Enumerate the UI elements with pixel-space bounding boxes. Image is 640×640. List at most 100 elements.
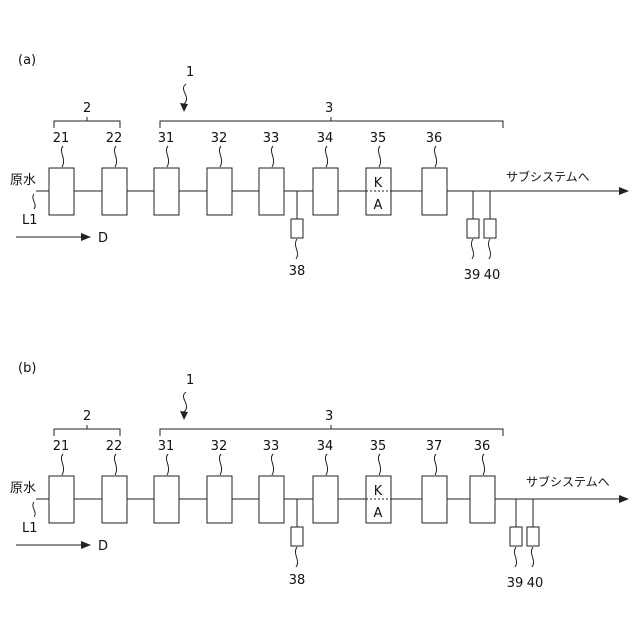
branch-38: 38 [289,499,306,588]
branch-number: 38 [289,573,306,588]
unit-31: 31 [154,131,179,215]
unit-36: 36 [470,439,495,523]
unit-leader [114,454,116,475]
to-subsystem-label: サブシステムへ [526,474,610,489]
unit-box [259,168,284,215]
unit-leader [166,146,168,167]
unit-leader [271,146,273,167]
unit-box [154,476,179,523]
unit-32: 32 [207,439,232,523]
branch-leader [295,239,297,259]
branch-leader [471,239,473,259]
unit-33: 33 [259,439,284,523]
system-leader [183,392,186,412]
unit-34: 34 [313,439,338,523]
unit-leader [434,146,436,167]
sensor-box [291,219,303,238]
branch-leader [514,547,516,567]
direction-label: D [98,539,108,554]
unit-number: 22 [106,439,123,454]
k-label: K [374,484,383,499]
branch-number: 38 [289,264,306,279]
group-pre-bracket [54,429,120,436]
unit-22: 22 [102,131,127,215]
sensor-box [527,527,539,546]
unit-number: 32 [211,131,228,146]
unit-34: 34 [313,131,338,215]
branch-number: 40 [484,268,501,283]
unit-box [207,168,232,215]
group-main-label: 3 [325,101,333,116]
unit-leader [166,454,168,475]
unit-leader [482,454,484,475]
unit-box [207,476,232,523]
branch-number: 39 [507,576,524,591]
unit-leader [325,146,327,167]
sensor-box [291,527,303,546]
system-leader [183,84,186,104]
group-pre-bracket [54,121,120,128]
unit-box [102,168,127,215]
branch-39: 39 [507,499,524,591]
unit-31: 31 [154,439,179,523]
unit-37: 37 [422,439,447,523]
unit-leader [61,454,63,475]
sensor-box [510,527,522,546]
group-main-bracket [160,121,503,128]
unit-box [102,476,127,523]
to-subsystem-label: サブシステムへ [506,169,590,184]
branch-40: 40 [527,499,544,591]
unit-leader [61,146,63,167]
unit-number: 22 [106,131,123,146]
panel-b: (b) 1 2 3 原水 サブシステムへ L1 D 21 22 31 [10,361,628,591]
unit-21: 21 [49,439,74,523]
raw-water-label: 原水 [10,173,36,188]
line-label: L1 [22,521,38,536]
unit-21: 21 [49,131,74,215]
system-leader-arrowhead [180,103,188,112]
unit-box [313,168,338,215]
raw-water-label: 原水 [10,481,36,496]
unit-leader [114,146,116,167]
branch-39: 39 [464,191,481,283]
unit-number: 33 [263,131,280,146]
unit-number: 33 [263,439,280,454]
unit-box [259,476,284,523]
sensor-box [467,219,479,238]
a-label: A [374,506,383,521]
unit-leader [325,454,327,475]
branch-leader [295,547,297,567]
unit-number: 37 [426,439,443,454]
unit-number: 21 [53,131,70,146]
unit-leader [378,454,380,475]
unit-number: 34 [317,131,334,146]
unit-box [422,476,447,523]
system-leader-arrowhead [180,411,188,420]
unit-number: 21 [53,439,70,454]
unit-leader [434,454,436,475]
unit-box [49,168,74,215]
unit-leader [219,454,221,475]
panel-label: (a) [18,53,36,68]
line-l1-leader [33,194,35,209]
branch-leader [531,547,533,567]
unit-number: 35 [370,439,387,454]
line-label: L1 [22,213,38,228]
panel-label: (b) [18,361,36,376]
unit-leader [378,146,380,167]
unit-32: 32 [207,131,232,215]
branch-40: 40 [484,191,501,283]
branch-number: 40 [527,576,544,591]
line-l1-leader [33,502,35,517]
unit-box [154,168,179,215]
system-label: 1 [186,373,194,388]
unit-33: 33 [259,131,284,215]
branch-38: 38 [289,191,306,279]
unit-35: K A 35 [366,131,391,215]
group-pre-label: 2 [83,101,91,116]
branch-leader [488,239,490,259]
group-main-bracket [160,429,503,436]
unit-leader [219,146,221,167]
k-label: K [374,176,383,191]
sensor-box [484,219,496,238]
